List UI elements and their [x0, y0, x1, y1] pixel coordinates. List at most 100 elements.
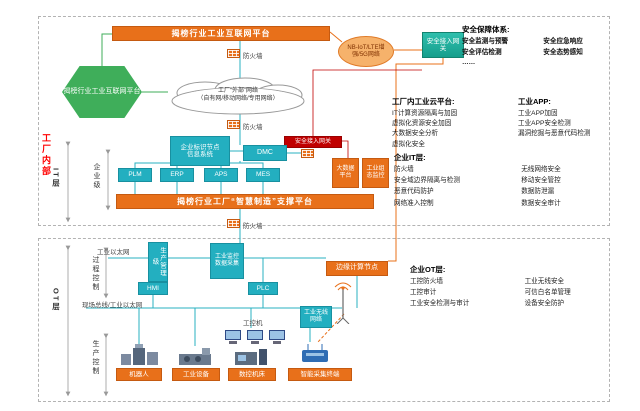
it-item: 防火墙: [394, 166, 414, 173]
equipment-icon: [178, 346, 212, 366]
hexagon-label: 揭榜行业工业互联网平台: [63, 87, 141, 95]
industry-platform-hexagon: 揭榜行业工业互联网平台: [62, 66, 142, 118]
production-management-label: 生产管理级: [151, 247, 166, 277]
panel-cloud-platform: 工厂内工业云平台: IT计算资源隔离与加固 虚拟化资源安全加固 大数据安全分析 …: [392, 96, 512, 150]
firewall-icon: [227, 120, 240, 129]
scada-platform: 工业组态监控: [362, 158, 389, 188]
factory-inner-label: 工厂内部: [41, 133, 51, 177]
secure-gateway-top-label: 安全接入网关: [426, 37, 460, 52]
monitoring-line1: 工业监控: [214, 254, 239, 261]
cnc-label-box: 数控机床: [228, 368, 276, 381]
security-item: 安全评估检测: [462, 49, 502, 57]
it-item: 数据防泄漏: [521, 188, 555, 196]
it-section-frame: [38, 16, 610, 226]
support-bar-label: 揭榜行业工厂“智慧制造”支撑平台: [177, 196, 313, 206]
panel-enterprise-it: 企业IT层: 防火墙 无线网络安全 安全域边界隔离与检测 移动安全管控 恶意代码…: [394, 152, 606, 209]
equipment-label: 工业设备: [183, 370, 209, 378]
production-management-node: 生产管理级: [148, 242, 168, 282]
ipc-monitor-icon: [246, 330, 264, 347]
it-item: 数据安全审计: [521, 199, 561, 207]
firewall-icon: [227, 49, 240, 58]
industrial-wireless-node: 工业无线网络: [300, 306, 332, 328]
it-item: 无线网络安全: [521, 166, 561, 173]
security-item: 安全监测与预警: [462, 38, 509, 45]
terminal-label: 智能采集终端: [300, 370, 340, 378]
app-item: 工业APP加固: [518, 110, 558, 117]
aps-system: APS: [204, 168, 238, 182]
firewall-icon: [301, 149, 314, 158]
smart-manufacturing-support-bar: 揭榜行业工厂“智慧制造”支撑平台: [116, 194, 374, 209]
ot-item: 可信白名单管理: [524, 289, 571, 297]
it-item: 网络准入控制: [394, 199, 434, 207]
enterprise-id-node: 企业标识节点信息系统: [170, 136, 230, 166]
cloud-shape: [171, 77, 305, 115]
firewall-label: 防火墙: [243, 53, 263, 60]
process-control-label: 过程控制: [92, 256, 99, 292]
erp-label: ERP: [170, 171, 184, 179]
terminal-label-box: 智能采集终端: [288, 368, 352, 381]
hmi-label: HMI: [147, 284, 159, 292]
panel-ot-title: 企业OT层:: [410, 265, 446, 274]
robot-icon: [120, 342, 160, 366]
industrial-ethernet-label: 工业以太网: [97, 249, 130, 256]
hmi-node: HMI: [138, 282, 168, 295]
it-item: 安全域边界隔离与检测: [394, 177, 460, 185]
firewall-icon: [227, 219, 240, 228]
cloud-item: 虚拟化安全: [392, 140, 425, 148]
robot-label-box: 机器人: [116, 368, 162, 381]
smart-terminal-icon: [298, 342, 332, 366]
dmc-label: DMC: [257, 148, 273, 156]
bigdata-platform: 大数据平台: [332, 158, 359, 188]
id-node-line2: 信息系统: [187, 151, 213, 158]
equipment-label-box: 工业设备: [172, 368, 220, 381]
industrial-monitoring-node: 工业监控数据采集: [210, 243, 244, 279]
plm-label: PLM: [128, 171, 142, 179]
ot-item: 工控防火墙: [410, 278, 443, 285]
mes-system: MES: [246, 168, 280, 182]
firewall-label: 防火墙: [243, 124, 263, 131]
panel-enterprise-ot: 企业OT层: 工控防火墙 工业无线安全 工控审计 可信白名单管理 工业安全检测与…: [410, 264, 610, 310]
app-item: 漏洞挖掘与恶意代码检测: [518, 130, 591, 138]
firewall-label: 防火墙: [243, 223, 263, 230]
external-network-cloud: 工厂“外部”网络 （自有网/移动网络/专用网络）: [176, 88, 300, 104]
plc-label: PLC: [256, 284, 270, 292]
security-item: 安全态势感知: [543, 49, 583, 57]
ot-section-frame: [38, 238, 610, 402]
nbiot-5g-ellipse: NB-IoT/LTE增强/5G网络: [338, 36, 394, 67]
erp-system: ERP: [160, 168, 194, 182]
cloud-item: 虚拟化资源安全加固: [392, 120, 452, 128]
production-control-label: 生产控制: [92, 340, 99, 376]
id-node-line1: 企业标识节点: [180, 143, 220, 151]
secure-access-gateway-top: 安全接入网关: [422, 32, 464, 58]
secure-access-gateway-red: 安全接入网关: [284, 136, 342, 148]
nbiot-label: NB-IoT/LTE增强/5G网络: [347, 44, 385, 58]
ot-item: 工控审计: [410, 289, 437, 297]
plm-system: PLM: [118, 168, 152, 182]
security-item: 安全应急响应: [543, 38, 583, 45]
app-item: 工业APP安全检测: [518, 120, 571, 128]
scada-label: 工业组态监控: [366, 166, 385, 179]
it-layer-label: IT层: [51, 168, 61, 189]
dmc-node: DMC: [243, 145, 287, 161]
ipc-monitor-icon: [224, 330, 242, 347]
panel-security-system: 安全保障体系: 安全监测与预警 安全应急响应 安全评估检测 安全态势感知 ……: [462, 24, 608, 69]
bigdata-label: 大数据平台: [336, 166, 355, 179]
panel-industrial-app: 工业APP: 工业APP加固 工业APP安全检测 漏洞挖掘与恶意代码检测: [518, 96, 610, 140]
plc-node: PLC: [248, 282, 278, 295]
ot-layer-label: OT层: [51, 288, 61, 312]
robot-label: 机器人: [129, 370, 149, 378]
it-item: 恶意代码防护: [394, 188, 434, 196]
cloud-line1: 工厂“外部”网络: [218, 88, 258, 94]
ot-item: 设备安全防护: [524, 300, 565, 308]
ipc-label: 工控机: [243, 320, 263, 327]
enterprise-level-label: 企业级: [93, 163, 100, 190]
panel-it-title: 企业IT层:: [394, 153, 426, 162]
mes-label: MES: [255, 171, 271, 179]
aps-label: APS: [214, 171, 228, 179]
edge-computing-node: 边缘计算节点: [326, 261, 388, 276]
panel-security-title: 安全保障体系:: [462, 25, 510, 34]
monitoring-line2: 数据采集: [214, 261, 239, 267]
cnc-label: 数控机床: [239, 370, 265, 378]
cloud-item: 大数据安全分析: [392, 130, 439, 138]
